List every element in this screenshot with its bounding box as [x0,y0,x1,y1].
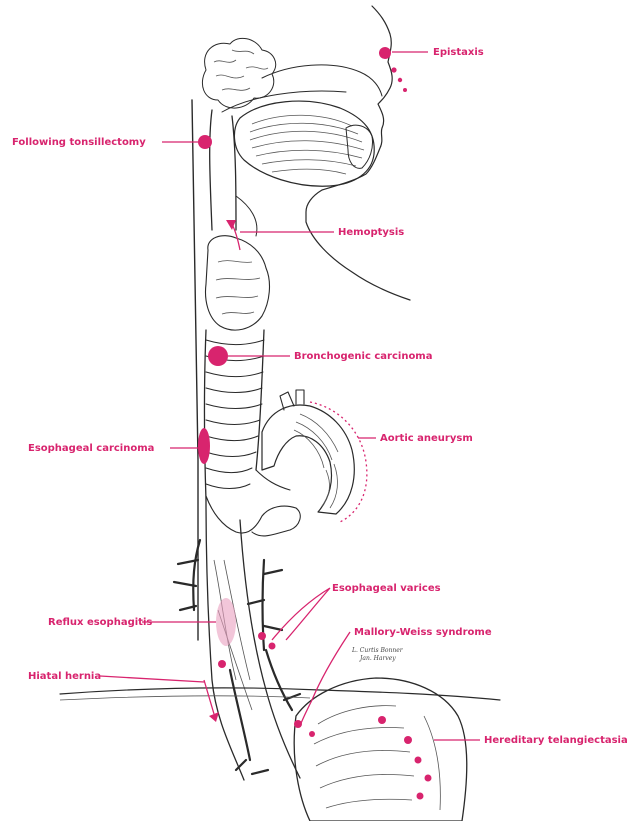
varices-lesion [258,632,266,640]
mallory-weiss-lesion [309,731,315,737]
labels: Epistaxis Following tonsillectomy Hemopt… [12,47,628,746]
great-vessels [280,390,304,410]
artist-signature: L. Curtis Bonner Jan. Harvey [351,647,404,662]
hiatal-hernia-leader [100,676,204,682]
telangiectasia-spot [425,775,432,782]
signature-line-2: Jan. Harvey [358,655,396,662]
label-following-tonsillectomy: Following tonsillectomy [12,137,146,148]
anatomy-drawing [60,6,500,821]
label-epistaxis: Epistaxis [433,47,484,58]
varices-leader [272,588,330,640]
veins [174,540,300,774]
esophageal-carcinoma-lesion [198,428,210,464]
reflux-lesion [216,598,236,646]
epistaxis-drop [398,78,402,82]
adenoid-folds [214,50,268,90]
signature-line-1: L. Curtis Bonner [351,647,404,654]
larynx-texture [216,261,260,314]
telangiectasia-spot [378,716,386,724]
epistaxis-drop [403,88,407,92]
aortic-striations [294,414,338,508]
lips [346,125,373,168]
larynx [206,236,270,330]
telangiectasia-spot [417,793,424,800]
diaphragm-lower [60,696,310,700]
bronchogenic-lesion [208,346,228,366]
tongue [234,101,374,186]
aortic-arch [262,405,354,514]
trachea-left [205,330,207,500]
pharynx-left [210,110,212,230]
label-reflux-esophagitis: Reflux esophagitis [48,617,152,628]
pharynx-right [232,116,236,230]
face-profile [306,6,410,300]
varices-lesion [218,660,226,668]
label-esophageal-varices: Esophageal varices [332,583,441,594]
mallory-weiss-leader [300,632,350,726]
label-hereditary-telangiectasia: Hereditary telangiectasia [484,735,628,746]
label-hemoptysis: Hemoptysis [338,227,404,238]
label-hiatal-hernia: Hiatal hernia [28,671,101,682]
epistaxis-drop [391,67,396,72]
telangiectasia-spot [415,757,422,764]
bronchi [206,470,300,536]
label-bronchogenic-carcinoma: Bronchogenic carcinoma [294,351,432,362]
epistaxis-lesion [379,47,391,59]
aortic-aneurysm-outline [310,402,367,522]
label-mallory-weiss-syndrome: Mallory-Weiss syndrome [354,627,492,638]
epiglottis [236,196,257,236]
trachea-right [256,330,264,470]
tonsil-lesion [198,135,212,149]
adenoid-tissue [202,38,275,108]
telangiectasia-spot [404,736,412,744]
label-aortic-aneurysm: Aortic aneurysm [380,433,473,444]
tongue-striations [250,115,364,174]
label-esophageal-carcinoma: Esophageal carcinoma [28,443,154,454]
varices-lesion [269,643,276,650]
esophagus-right [240,520,300,778]
